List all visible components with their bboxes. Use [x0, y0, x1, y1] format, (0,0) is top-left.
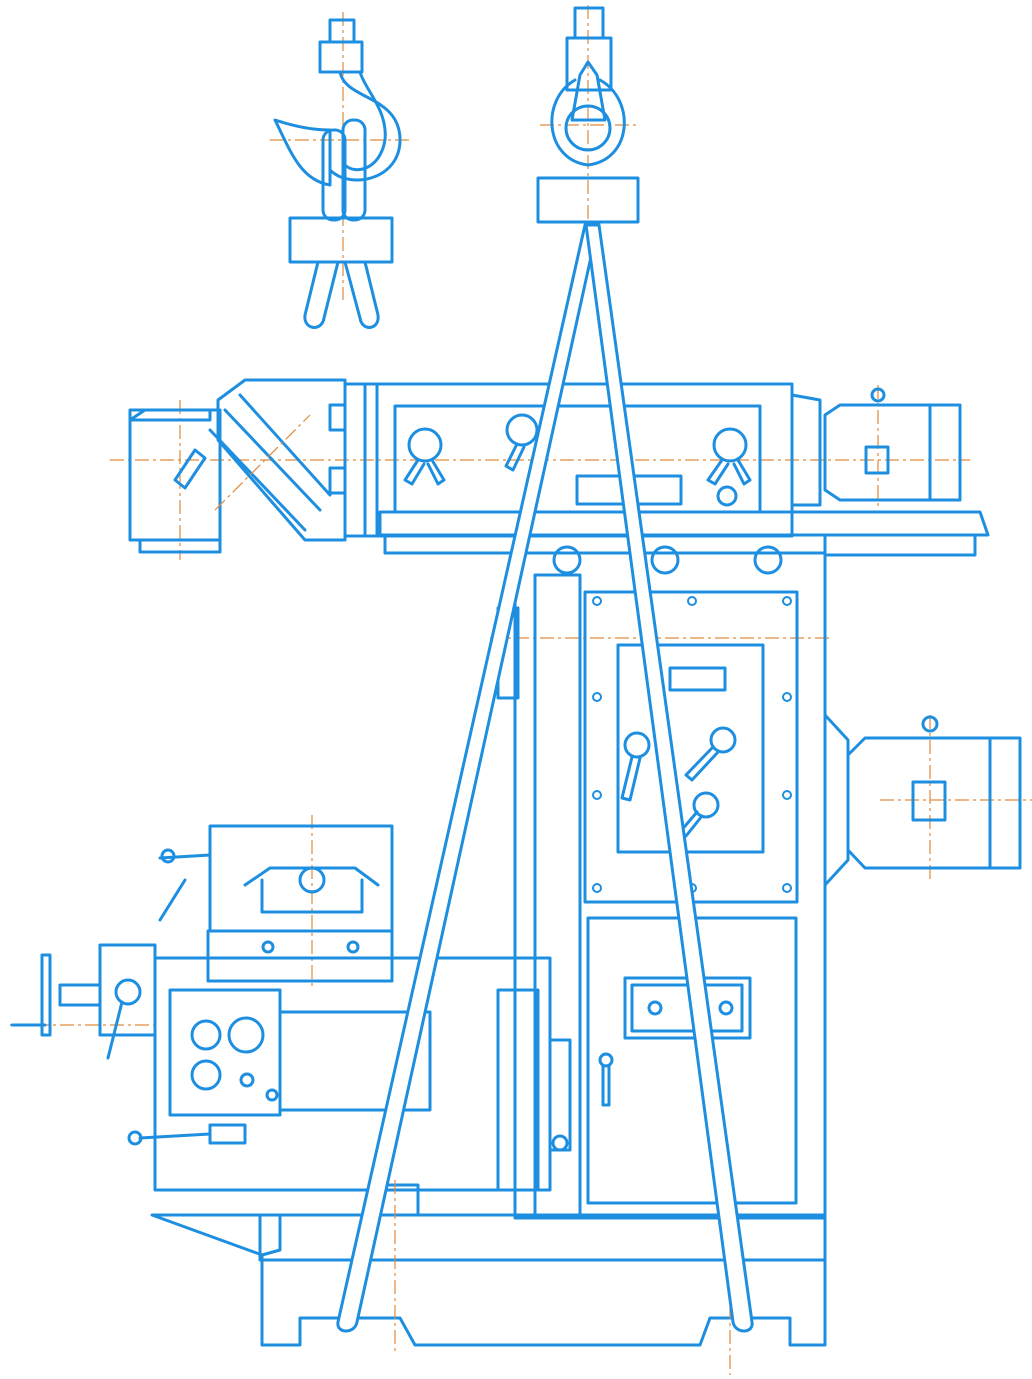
- main-motor: [823, 713, 1032, 887]
- spindle-motor: [823, 385, 962, 510]
- overarm-head: [110, 378, 990, 560]
- crane-hook-side-view: [270, 12, 410, 329]
- table-and-saddle: [158, 815, 394, 990]
- column-body: [490, 545, 830, 1220]
- feed-gearbox-panel: [583, 590, 799, 1205]
- knee-console: [10, 943, 572, 1192]
- crane-hook-front-view: [536, 5, 640, 230]
- sling-ropes: [336, 223, 754, 1333]
